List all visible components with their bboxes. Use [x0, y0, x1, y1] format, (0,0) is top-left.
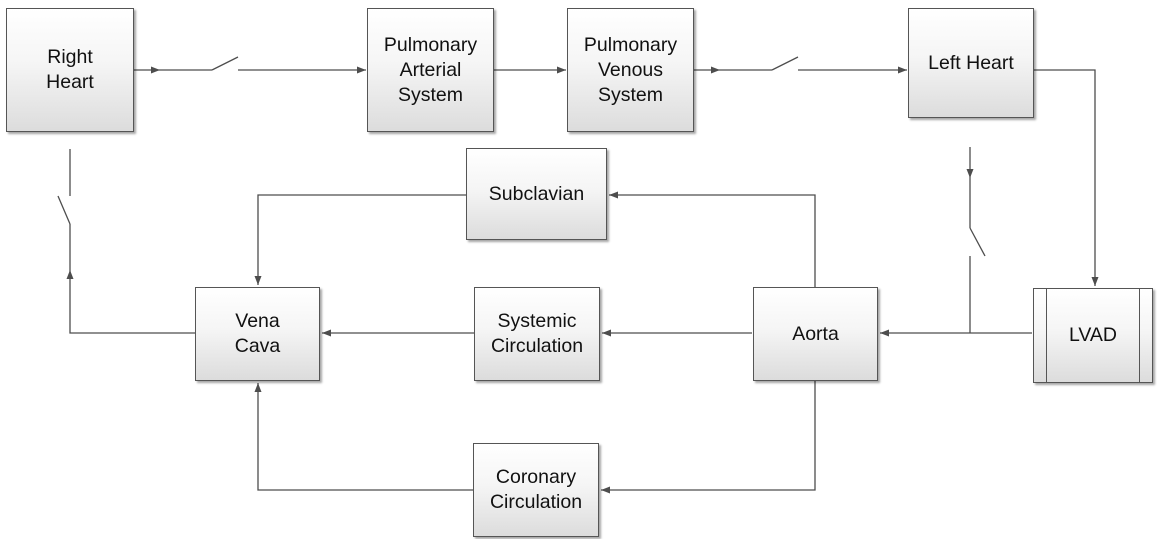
lvad-right-bar	[1139, 289, 1140, 382]
block-left-heart-label: Left Heart	[928, 51, 1014, 74]
valve-switch-tricuspid	[57, 195, 71, 225]
valve-switch-mitral	[771, 56, 799, 71]
block-aorta: Aorta	[753, 287, 878, 381]
block-pulmonary-venous-system: Pulmonary Venous System	[567, 8, 694, 132]
valve-switch-aortic	[969, 227, 986, 257]
block-lvad-label: LVAD	[1068, 324, 1118, 346]
connector-left-heart-to-lvad	[1034, 69, 1099, 286]
block-coronary-circulation: Coronary Circulation	[473, 443, 599, 537]
block-aorta-label: Aorta	[792, 322, 839, 345]
lvad-left-bar	[1046, 289, 1047, 382]
block-pulmonary-arterial-system: Pulmonary Arterial System	[367, 8, 494, 132]
block-left-heart: Left Heart	[908, 8, 1034, 118]
block-subclavian-label: Subclavian	[488, 182, 585, 205]
block-systemic-circulation: Systemic Circulation	[474, 287, 600, 381]
block-vena-cava: Vena Cava	[195, 287, 320, 381]
valve-switch-pulmonary	[211, 56, 239, 71]
block-coronary-circulation-label: Coronary Circulation	[489, 466, 583, 513]
block-pulmonary-venous-system-label: Pulmonary Venous System	[583, 33, 678, 106]
block-systemic-circulation-label: Systemic Circulation	[490, 310, 584, 357]
connector-coronary-to-vena-cava	[254, 383, 473, 491]
connector-subclavian-to-vena-cava	[254, 194, 466, 285]
block-lvad: LVAD	[1033, 288, 1153, 383]
block-vena-cava-label: Vena Cava	[234, 310, 281, 357]
connector-aorta-to-subclavian	[609, 191, 816, 287]
connector-aorta-to-coronary	[601, 381, 816, 494]
block-right-heart-label: Right Heart	[46, 46, 94, 93]
block-right-heart: Right Heart	[6, 8, 134, 132]
connector-vena-cava-to-left	[66, 270, 195, 334]
block-pulmonary-arterial-system-label: Pulmonary Arterial System	[383, 33, 478, 106]
block-subclavian: Subclavian	[466, 148, 607, 240]
